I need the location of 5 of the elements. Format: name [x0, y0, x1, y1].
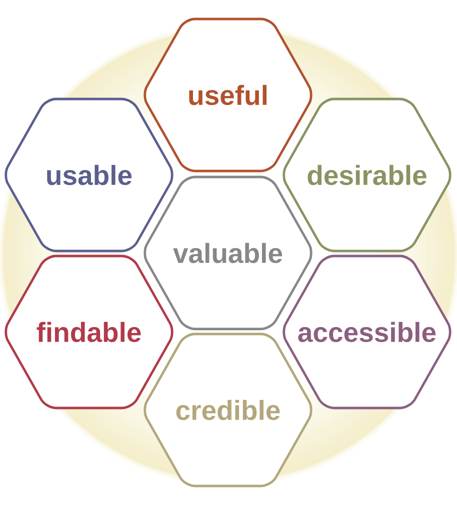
- hexagon: usable: [4, 98, 174, 252]
- hexagon: accessible: [282, 254, 452, 410]
- node-label: credible: [176, 400, 280, 420]
- hexagon: findable: [4, 254, 174, 410]
- hexagon: desirable: [282, 98, 452, 252]
